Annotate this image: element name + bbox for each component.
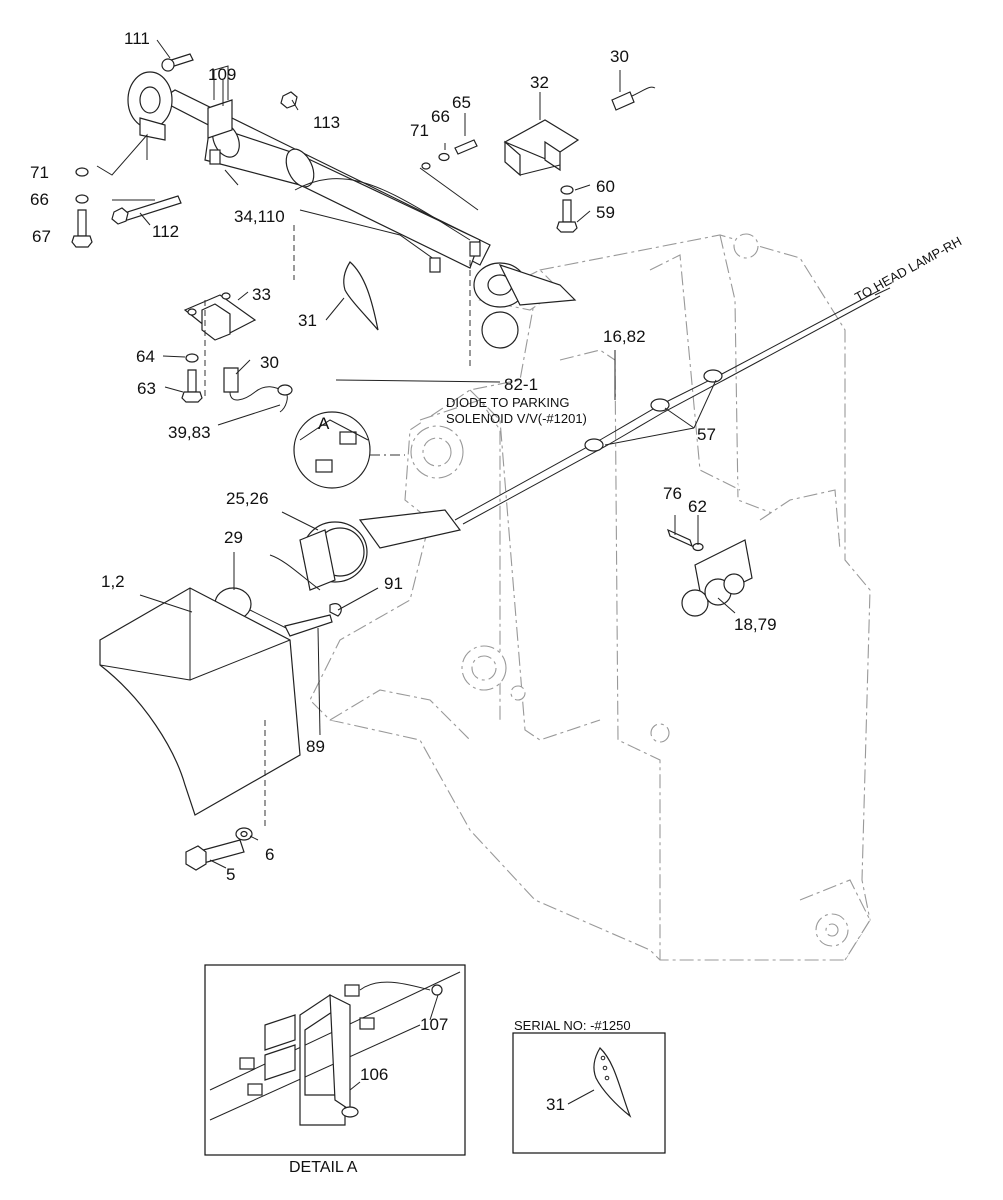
- callout-25-26: 25,26: [226, 489, 269, 508]
- callout-63: 63: [137, 379, 156, 398]
- detail-a-panel: 107 106: [204, 964, 466, 1156]
- sensor-30-top: [611, 86, 656, 111]
- callout-112: 112: [152, 222, 179, 241]
- loader-frame: [309, 233, 871, 961]
- note-diode-line-1: DIODE TO PARKING: [446, 395, 570, 410]
- callout-76: 76: [663, 484, 682, 503]
- note-head-lamp: TO HEAD LAMP-RH: [852, 233, 964, 304]
- sensor-30-lower: [223, 367, 293, 413]
- callout-33: 33: [252, 285, 271, 304]
- callout-labels: 111 109 113 71 66 67 112 34,110 71 66 65…: [30, 29, 777, 884]
- callout-111: 111: [124, 29, 150, 48]
- callout-39-83: 39,83: [168, 423, 211, 442]
- callout-91: 91: [384, 574, 403, 593]
- callout-1-2: 1,2: [101, 572, 125, 591]
- callout-31-b: 31: [546, 1095, 565, 1114]
- callout-71-b: 71: [410, 121, 429, 140]
- callout-65: 65: [452, 93, 471, 112]
- lamp-25-26: [269, 509, 462, 591]
- callout-a: A: [318, 414, 330, 433]
- serial-panel: SERIAL NO: -#1250 31: [512, 1018, 666, 1154]
- plate-18-79: [666, 528, 753, 617]
- guard-31: [343, 261, 379, 331]
- harness-16-82: [454, 289, 881, 525]
- callout-30-lower: 30: [260, 353, 279, 372]
- callout-67: 67: [32, 227, 51, 246]
- callout-60: 60: [596, 177, 615, 196]
- callout-107: 107: [420, 1015, 448, 1034]
- callout-5: 5: [226, 865, 235, 884]
- bracket-32: [503, 119, 580, 177]
- clamp-109: [207, 65, 233, 139]
- callout-31: 31: [298, 311, 317, 330]
- callout-16-82: 16,82: [603, 327, 646, 346]
- callout-71: 71: [30, 163, 49, 182]
- fasteners-top-right: [421, 139, 578, 233]
- bolt-5: [185, 839, 245, 871]
- callout-18-79: 18,79: [734, 615, 777, 634]
- boom-cylinder: [127, 71, 577, 349]
- callout-106: 106: [360, 1065, 388, 1084]
- detail-a-title: DETAIL A: [289, 1159, 358, 1176]
- phantom-lines: [204, 225, 471, 826]
- callout-57: 57: [697, 425, 716, 444]
- callout-30-top: 30: [610, 47, 629, 66]
- callout-62: 62: [688, 497, 707, 516]
- callout-89: 89: [306, 737, 325, 756]
- fasteners-top-left: [71, 53, 298, 248]
- callout-34-110: 34,110: [234, 207, 285, 226]
- callout-6: 6: [265, 845, 274, 864]
- callout-66-b: 66: [431, 107, 450, 126]
- callout-82-1: 82-1: [504, 375, 538, 394]
- serial-title: SERIAL NO: -#1250: [514, 1018, 631, 1033]
- callout-109: 109: [208, 65, 236, 84]
- guard-1-2: [99, 587, 301, 816]
- bracket-33: [183, 292, 257, 341]
- detail-a-circle: [293, 411, 371, 489]
- clip-91: [329, 603, 342, 617]
- callout-29: 29: [224, 528, 243, 547]
- callout-59: 59: [596, 203, 615, 222]
- callout-32: 32: [530, 73, 549, 92]
- note-diode-line-2: SOLENOID V/V(-#1201): [446, 411, 587, 426]
- callout-113: 113: [313, 113, 340, 132]
- washer-6: [235, 827, 253, 841]
- callout-64: 64: [136, 347, 155, 366]
- fasteners-left-mid: [181, 353, 203, 403]
- callout-66: 66: [30, 190, 49, 209]
- leader-lines: [96, 39, 891, 869]
